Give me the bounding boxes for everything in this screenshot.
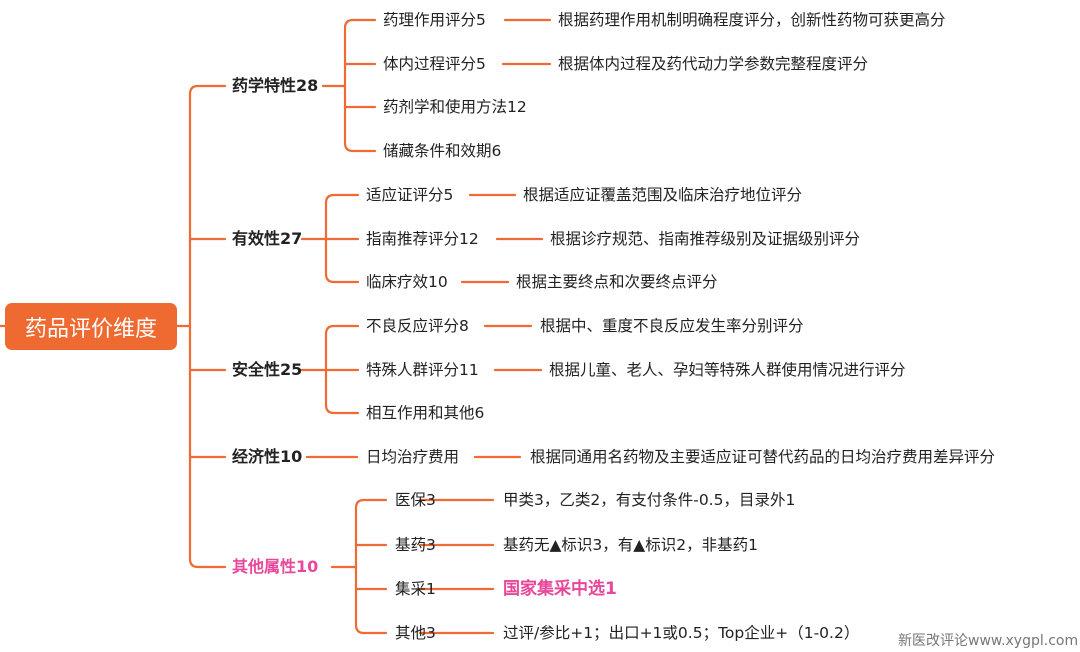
item-node: 不良反应评分8 bbox=[366, 317, 469, 335]
branch-economy: 经济性10 bbox=[232, 447, 303, 466]
item-detail-highlight: 国家集采中选1 bbox=[503, 579, 617, 599]
item-detail: 根据儿童、老人、孕妇等特殊人群使用情况进行评分 bbox=[549, 361, 906, 379]
item-detail: 根据体内过程及药代动力学参数完整程度评分 bbox=[558, 55, 869, 73]
item-node: 药剂学和使用方法12 bbox=[383, 98, 527, 116]
item-detail: 根据中、重度不良反应发生率分别评分 bbox=[540, 317, 804, 335]
item-node: 其他3 bbox=[395, 624, 436, 642]
item-detail: 过评/参比+1；出口+1或0.5；Top企业+（1-0.2） bbox=[503, 624, 860, 642]
item-detail: 根据适应证覆盖范围及临床治疗地位评分 bbox=[523, 186, 803, 204]
item-node: 日均治疗费用 bbox=[366, 448, 460, 466]
branch-efficacy: 有效性27 bbox=[232, 229, 303, 248]
item-detail: 基药无▲标识3，有▲标识2，非基药1 bbox=[503, 536, 758, 554]
item-detail: 根据药理作用机制明确程度评分，创新性药物可获更高分 bbox=[558, 11, 946, 29]
item-node: 基药3 bbox=[395, 536, 436, 554]
item-node: 适应证评分5 bbox=[366, 186, 454, 204]
watermark: 新医改评论www.xygpl.com bbox=[898, 633, 1079, 649]
item-node: 相互作用和其他6 bbox=[366, 404, 485, 422]
item-node: 储藏条件和效期6 bbox=[383, 142, 502, 160]
item-detail: 根据诊疗规范、指南推荐级别及证据级别评分 bbox=[550, 230, 861, 248]
item-node: 特殊人群评分11 bbox=[366, 361, 479, 379]
item-node: 临床疗效10 bbox=[366, 273, 448, 291]
item-detail: 根据主要终点和次要终点评分 bbox=[516, 273, 718, 291]
item-node: 药理作用评分5 bbox=[383, 11, 486, 29]
item-node: 集采1 bbox=[395, 580, 436, 598]
item-node: 体内过程评分5 bbox=[383, 55, 486, 73]
root-label: 药品评价维度 bbox=[24, 316, 157, 342]
item-node: 指南推荐评分12 bbox=[366, 230, 479, 248]
root-node: 药品评价维度 bbox=[5, 303, 177, 350]
branch-pharmaceutical: 药学特性28 bbox=[232, 76, 319, 95]
branch-safety: 安全性25 bbox=[232, 360, 303, 379]
item-detail: 甲类3，乙类2，有支付条件-0.5，目录外1 bbox=[503, 491, 796, 509]
branch-other: 其他属性10 bbox=[232, 557, 319, 576]
item-node: 医保3 bbox=[395, 491, 436, 509]
item-detail: 根据同通用名药物及主要适应证可替代药品的日均治疗费用差异评分 bbox=[530, 448, 996, 466]
